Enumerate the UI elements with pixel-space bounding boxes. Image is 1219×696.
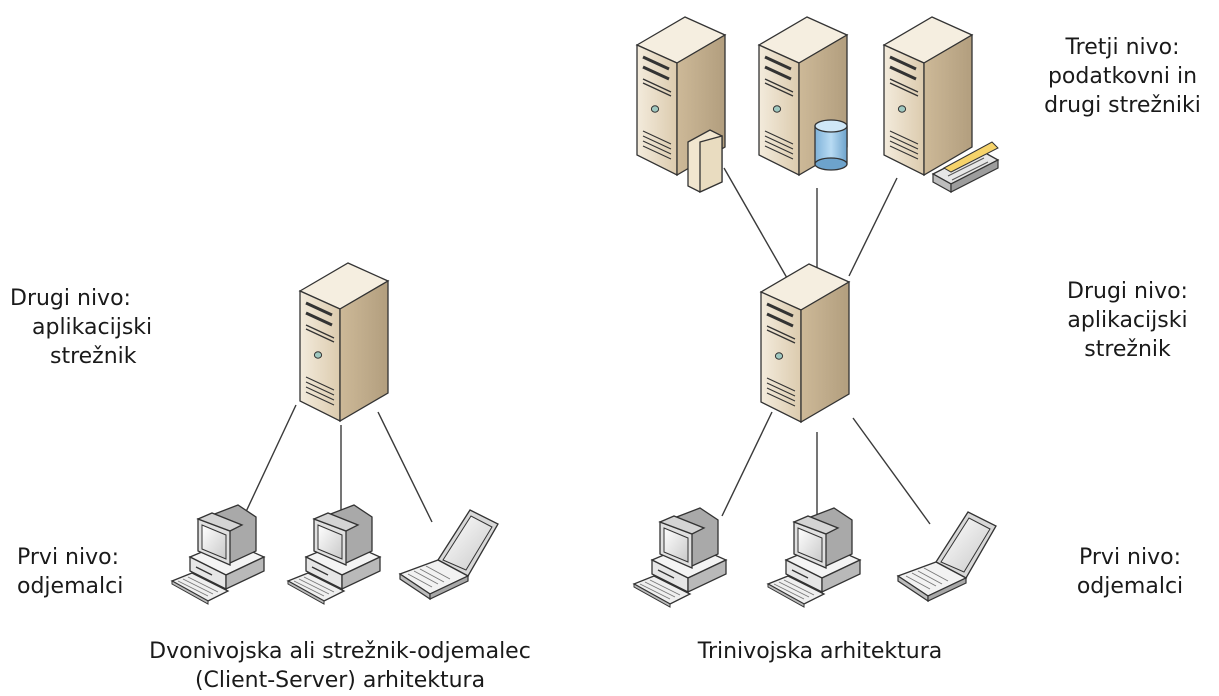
link-print-server-app <box>848 177 898 277</box>
left-client-desktop-2 <box>287 504 381 605</box>
right-client-laptop <box>897 511 997 602</box>
left-client-laptop <box>399 509 499 600</box>
file-server <box>635 15 727 194</box>
print-server <box>882 15 1000 194</box>
right-client-desktop-2 <box>767 507 861 608</box>
right-application-server <box>759 262 851 424</box>
right-tier2-label: Drugi nivo: aplikacijski strežnik <box>1067 279 1188 362</box>
connection-lines <box>243 167 931 525</box>
link-right-server-desktop-1 <box>721 411 773 517</box>
link-left-server-laptop <box>377 411 433 523</box>
database-server <box>757 15 849 177</box>
database-icon <box>814 119 848 171</box>
left-tier1-label: Prvi nivo: odjemalci <box>17 545 124 599</box>
right-caption: Trinivojska arhitektura <box>697 639 943 664</box>
right-tier1-label: Prvi nivo: odjemalci <box>1076 545 1184 599</box>
link-right-server-laptop <box>852 417 931 525</box>
left-tier2-label: Drugi nivo: aplikacijski strežnik <box>10 286 153 369</box>
link-left-server-desktop-1 <box>243 404 297 517</box>
right-tier3-label: Tretji nivo: podatkovni in drugi strežni… <box>1044 35 1201 118</box>
left-caption: Dvonivojska ali strežnik-odjemalec (Clie… <box>149 639 531 693</box>
link-file-server-app <box>723 167 788 279</box>
printer-icon <box>931 141 1000 194</box>
left-application-server <box>298 261 390 423</box>
right-client-desktop-1 <box>633 507 727 608</box>
file-icon <box>687 129 723 194</box>
left-client-desktop-1 <box>171 504 265 605</box>
